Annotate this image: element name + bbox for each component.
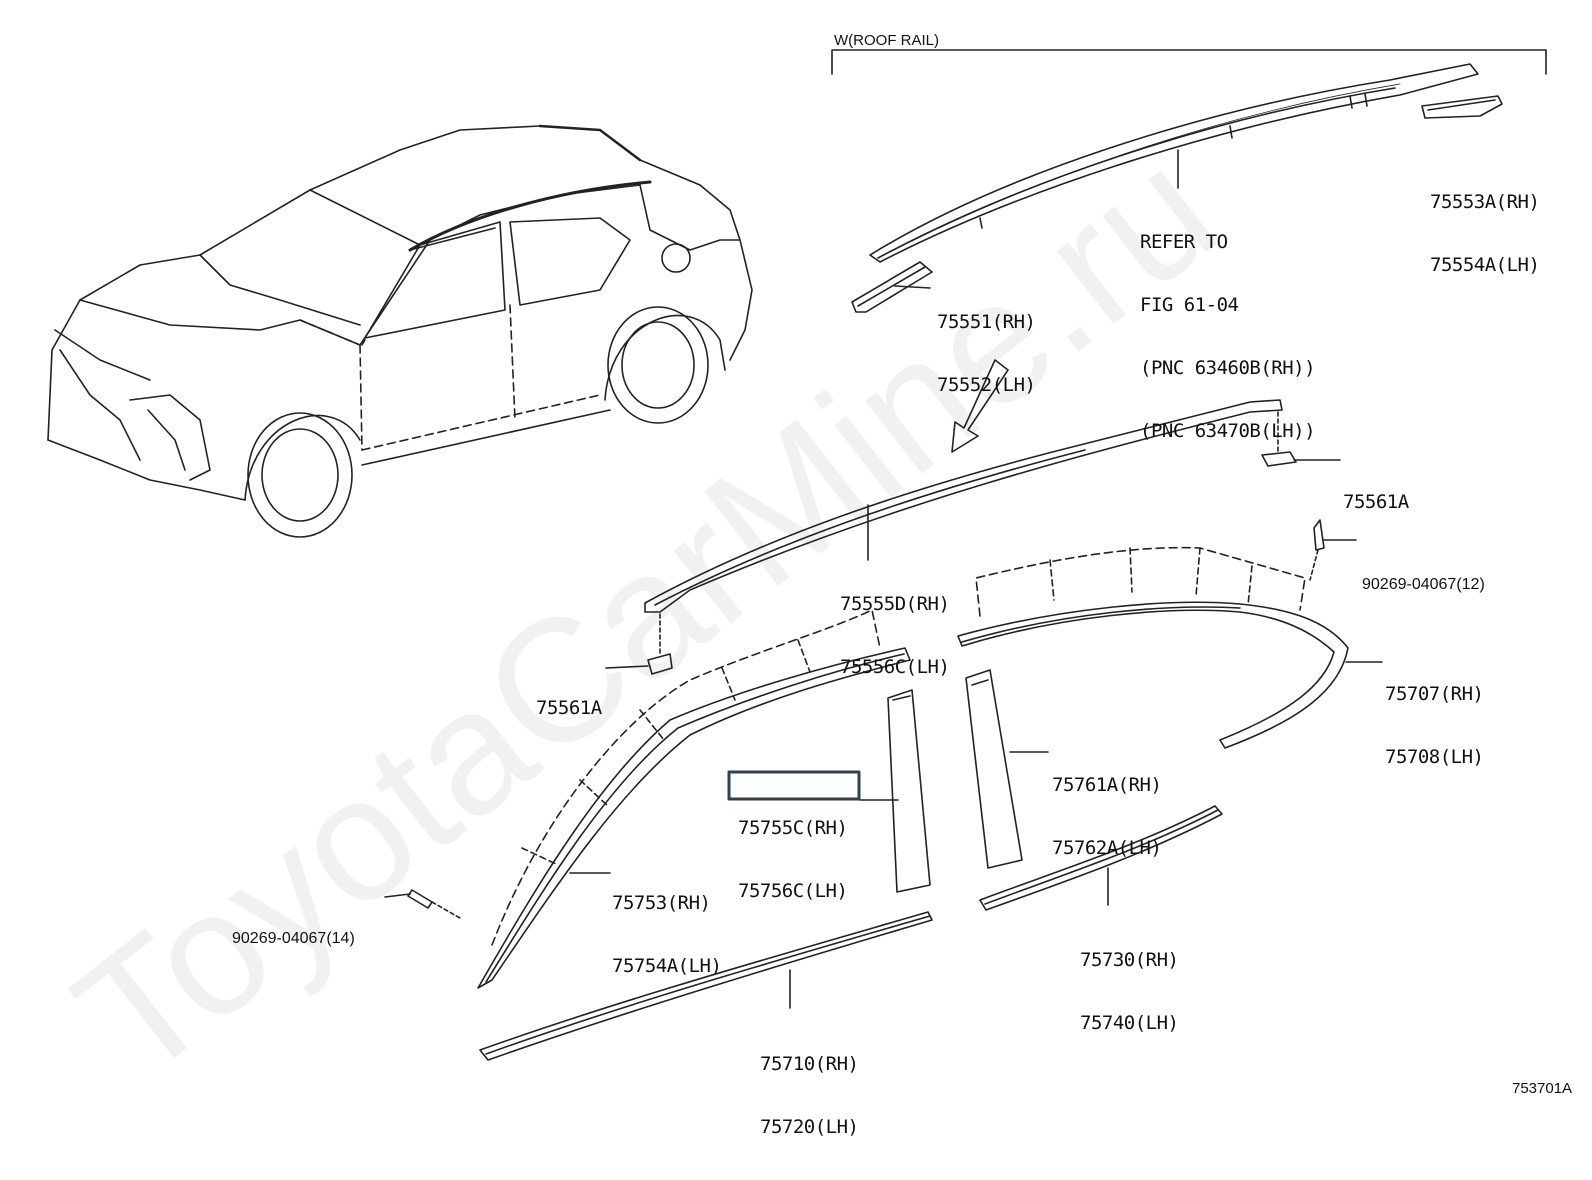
part-number-lh: 75720(LH): [760, 1116, 859, 1138]
refer-line: FIG 61-04: [1140, 294, 1239, 316]
selected-part-highlight: [727, 770, 861, 801]
part-number-rh: 75707(RH): [1385, 683, 1484, 705]
figure-id: 753701A: [1512, 1080, 1573, 1097]
front-end-cap-part: [851, 261, 933, 313]
part-label-75755c[interactable]: 75755C(RH) 75756C(LH): [738, 776, 848, 944]
part-label-75710[interactable]: 75710(RH) 75720(LH): [760, 1012, 859, 1180]
part-number-lh: 75708(LH): [1385, 746, 1484, 768]
part-number-lh: 75762A(LH): [1052, 837, 1162, 859]
part-number-lh: 75756C(LH): [738, 880, 848, 902]
part-label-75730[interactable]: 75730(RH) 75740(LH): [1080, 908, 1179, 1076]
part-number-lh: 75740(LH): [1080, 1012, 1179, 1034]
center-pillar-garnish-part: [859, 669, 1049, 893]
front-belt-molding-part: [479, 911, 933, 1061]
part-label-75761a[interactable]: 75761A(RH) 75762A(LH): [1052, 733, 1162, 901]
refer-note: REFER TO FIG 61-04 (PNC 63460B(RH)) (PNC…: [1140, 190, 1316, 484]
part-number: 75561A: [1343, 491, 1409, 513]
roof-rail-part: [869, 63, 1503, 263]
part-number-rh: 75551(RH): [937, 311, 1036, 333]
part-number-rh: 75555D(RH): [840, 593, 950, 615]
part-number-rh: 75730(RH): [1080, 949, 1179, 971]
group-label: W(ROOF RAIL): [834, 32, 939, 49]
diagram-drawing: [47, 49, 1547, 1061]
part-number: 90269-04067(12): [1362, 576, 1485, 593]
vehicle-illustration: [47, 124, 753, 538]
part-label-90269-14[interactable]: 90269-04067(14): [232, 886, 355, 991]
part-number: 90269-04067(14): [232, 930, 355, 947]
part-label-75561a-left[interactable]: 75561A: [536, 656, 602, 761]
part-number: 75561A: [536, 697, 602, 719]
roof-drip-molding-part: [605, 399, 1341, 675]
rear-door-frame-molding-part: [957, 519, 1383, 749]
refer-line: (PNC 63460B(RH)): [1140, 357, 1316, 379]
refer-line: REFER TO: [1140, 231, 1228, 253]
part-number-rh: 75553A(RH): [1430, 191, 1540, 213]
parts-diagram: ToyotaCarMine.ru: [42, 32, 1573, 1138]
part-label-90269-12[interactable]: 90269-04067(12): [1362, 532, 1485, 637]
part-number-lh: 75552(LH): [937, 374, 1036, 396]
part-number-rh: 75753(RH): [612, 892, 711, 914]
part-label-75707[interactable]: 75707(RH) 75708(LH): [1385, 642, 1484, 810]
direction-arrow: [951, 359, 1009, 453]
part-label-75753[interactable]: 75753(RH) 75754A(LH): [612, 851, 722, 1019]
refer-line: (PNC 63470B(LH)): [1140, 420, 1316, 442]
part-number-lh: 75556C(LH): [840, 656, 950, 678]
rear-belt-molding-part: [979, 805, 1223, 911]
part-number-rh: 75761A(RH): [1052, 774, 1162, 796]
front-pillar-molding-part: [384, 609, 911, 989]
part-label-75551[interactable]: 75551(RH) 75552(LH): [937, 270, 1036, 438]
part-label-75553a[interactable]: 75553A(RH) 75554A(LH): [1430, 150, 1540, 318]
part-number-lh: 75554A(LH): [1430, 254, 1540, 276]
part-number-lh: 75754A(LH): [612, 955, 722, 977]
part-number-rh: 75710(RH): [760, 1053, 859, 1075]
roof-rail-bracket: [831, 49, 1547, 75]
part-label-75555d[interactable]: 75555D(RH) 75556C(LH): [840, 552, 950, 720]
part-label-75561a-top[interactable]: 75561A: [1343, 450, 1409, 555]
part-number-rh: 75755C(RH): [738, 817, 848, 839]
